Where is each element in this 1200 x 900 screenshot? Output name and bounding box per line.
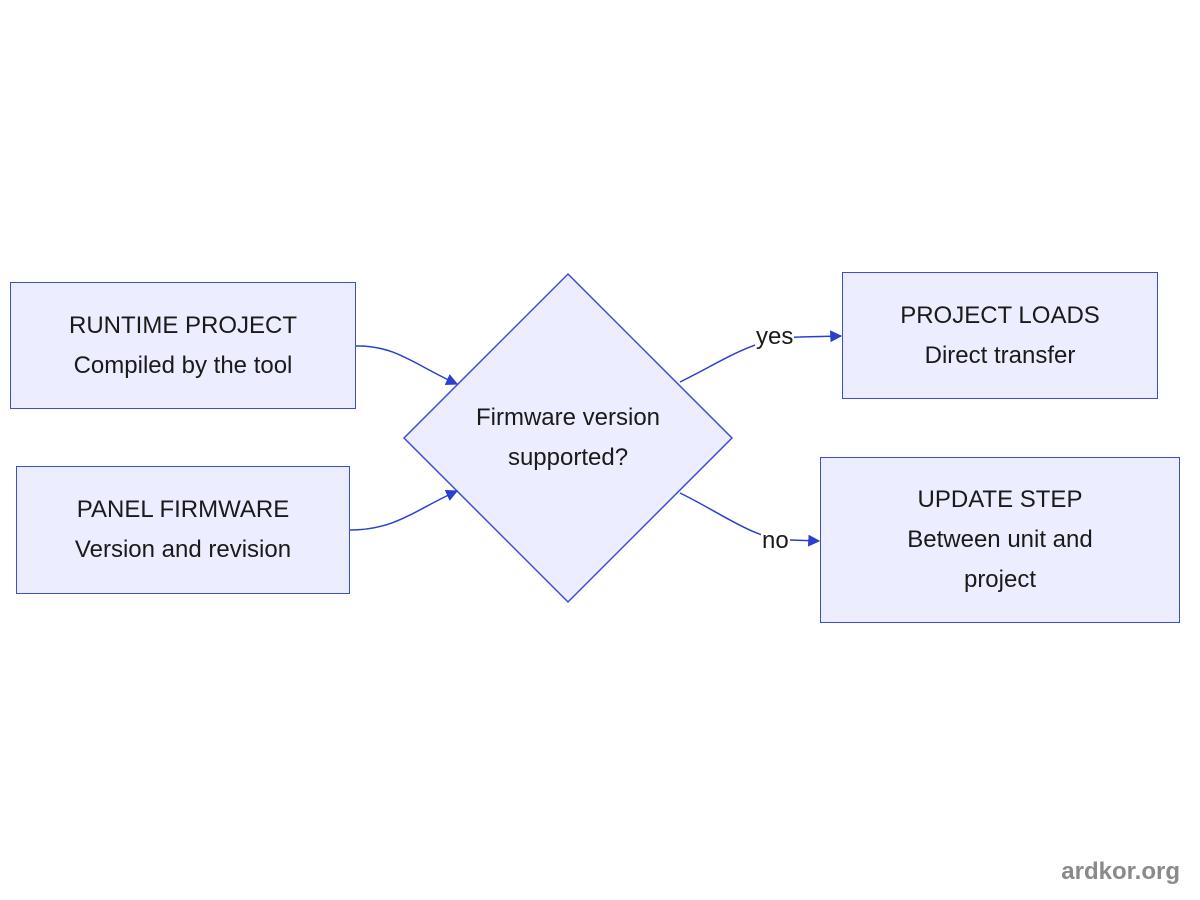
update-step-line-3: project <box>963 566 1037 593</box>
decision-text: Firmware version supported? <box>448 398 688 478</box>
project-loads-title: PROJECT LOADS <box>900 301 1100 329</box>
edge-label-no: no <box>761 527 790 554</box>
edge-runtime-to-decision <box>355 345 459 386</box>
node-project-loads: PROJECT LOADS Direct transfer <box>842 272 1158 399</box>
panel-firmware-title: PANEL FIRMWARE <box>76 496 290 523</box>
runtime-project-title: RUNTIME PROJECT <box>69 311 297 339</box>
node-runtime-project: RUNTIME PROJECT Compiled by the tool <box>10 282 356 409</box>
edge-decision-to-loads <box>679 330 843 383</box>
update-step-title: UPDATE STEP <box>917 486 1083 513</box>
site-watermark: ardkor.org <box>1061 858 1180 885</box>
node-update-step: UPDATE STEP Between unit and project <box>820 457 1180 623</box>
node-panel-firmware: PANEL FIRMWARE Version and revision <box>16 466 350 594</box>
decision-line-2: supported? <box>507 444 629 471</box>
edge-decision-to-update <box>679 492 821 547</box>
update-step-line-2: Between unit and <box>907 526 1093 553</box>
edge-label-yes: yes <box>755 323 795 350</box>
runtime-project-subtitle: Compiled by the tool <box>73 351 293 379</box>
edge-firmware-to-decision <box>349 489 459 531</box>
decision-diamond <box>402 272 734 604</box>
panel-firmware-subtitle: Version and revision <box>74 536 292 563</box>
project-loads-subtitle: Direct transfer <box>924 341 1076 369</box>
decision-line-1: Firmware version <box>475 404 661 431</box>
